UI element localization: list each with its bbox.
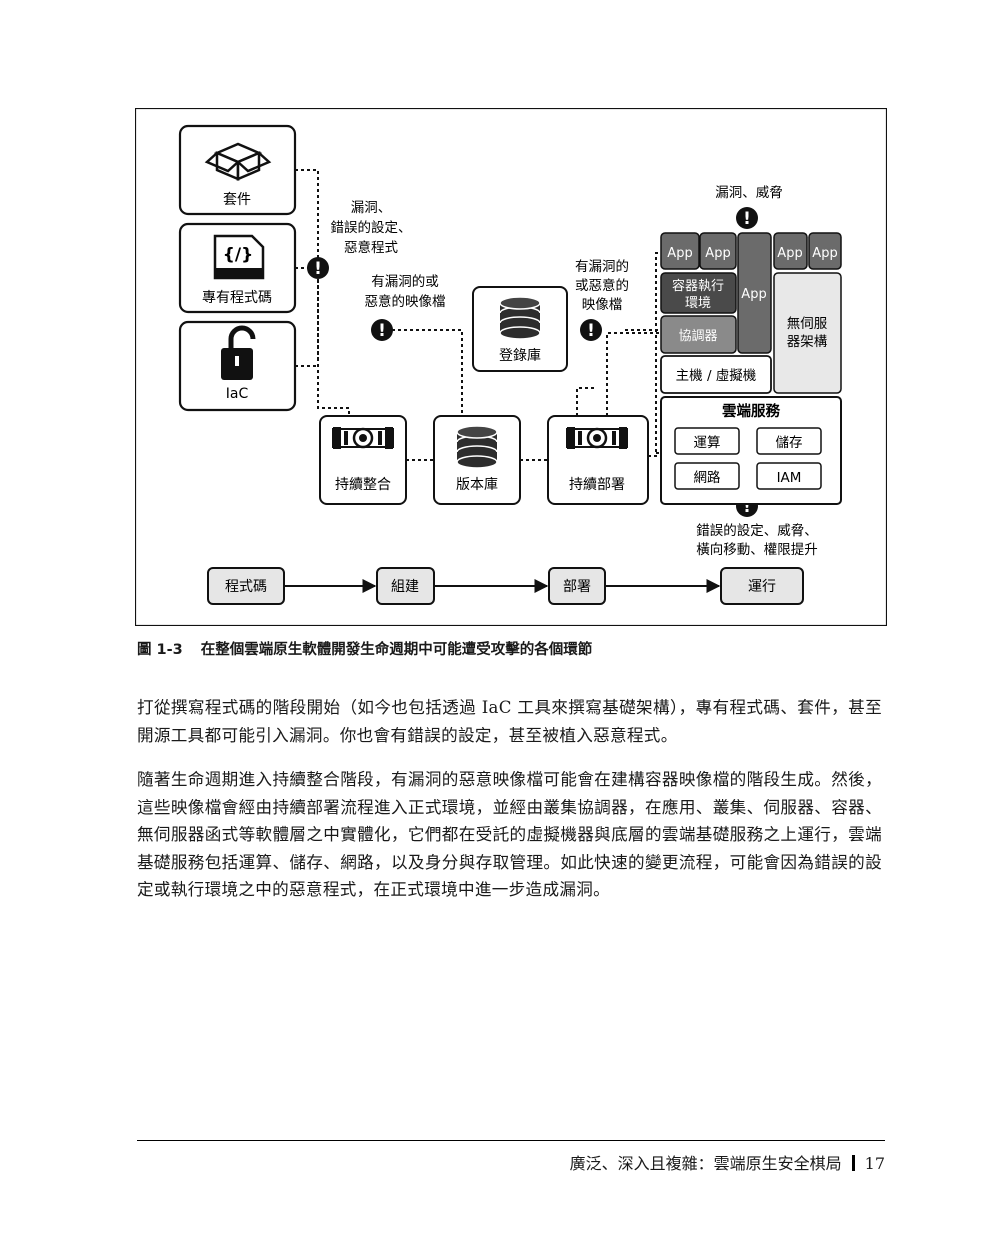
svg-text:環境: 環境: [685, 296, 711, 311]
proprietary-code-box: [178, 222, 297, 314]
app-block: App: [773, 232, 808, 270]
app-block: App: [737, 232, 772, 354]
svg-text:協調器: 協調器: [678, 329, 717, 344]
svg-text:惡意程式: 惡意程式: [344, 239, 398, 256]
svg-text:橫向移動、權限提升: 橫向移動、權限提升: [696, 542, 818, 558]
svg-text:程式碼: 程式碼: [225, 579, 267, 595]
annotation-vulnerabilities: 漏洞、 錯誤的設定、 惡意程式: [331, 200, 412, 256]
registry-label: 登錄庫: [499, 347, 541, 364]
repo-box: [433, 415, 521, 505]
svg-text:漏洞、: 漏洞、: [351, 200, 392, 216]
cloud-services-box: 雲端服務 運算 儲存 網路 IAM: [660, 396, 842, 505]
ci-label: 持續整合: [335, 477, 391, 493]
svg-text:!: !: [378, 321, 386, 341]
svg-text:!: !: [743, 209, 751, 229]
host-vm-block: 主機 / 虛擬機: [660, 355, 772, 394]
svg-text:無伺服: 無伺服: [787, 316, 828, 332]
warning-icon: !: [736, 207, 758, 229]
cd-label: 持續部署: [569, 477, 625, 493]
svg-text:容器執行: 容器執行: [672, 278, 724, 294]
serverless-block: 無伺服 器架構: [773, 272, 842, 394]
svg-text:!: !: [314, 259, 322, 279]
svg-text:或惡意的: 或惡意的: [575, 277, 629, 294]
orchestrator-block: 協調器: [660, 315, 737, 354]
app-block: App: [808, 232, 842, 270]
svg-text:錯誤的設定、: 錯誤的設定、: [331, 220, 412, 236]
page-number: 17: [864, 1154, 885, 1173]
app-block: App: [660, 232, 700, 270]
svg-text:App: App: [705, 246, 730, 261]
annotation-threats: 漏洞、威脅: [715, 185, 783, 201]
package-label: 套件: [223, 192, 251, 208]
svg-text:惡意的映像檔: 惡意的映像檔: [365, 293, 446, 310]
svg-text:組建: 組建: [391, 579, 419, 595]
pipeline-stage-build: 組建: [376, 567, 435, 605]
svg-text:器架構: 器架構: [787, 334, 828, 350]
svg-text:漏洞、威脅: 漏洞、威脅: [715, 185, 783, 201]
figure-number: 圖 1-3: [137, 642, 183, 658]
warning-icon: !: [371, 319, 393, 341]
svg-text:錯誤的設定、威脅、: 錯誤的設定、威脅、: [696, 523, 818, 539]
svg-text:App: App: [667, 246, 692, 261]
package-box: [178, 124, 297, 216]
storage-label: 儲存: [776, 435, 803, 451]
code-file-icon: {/}: [223, 245, 253, 265]
ci-box: [319, 415, 407, 505]
annotation-cloud-threats: 錯誤的設定、威脅、 橫向移動、權限提升: [696, 523, 818, 558]
svg-text:App: App: [812, 246, 837, 261]
iac-box: [178, 320, 297, 412]
footer-separator: [851, 1155, 855, 1171]
svg-text:映像檔: 映像檔: [582, 297, 623, 313]
annotation-malicious-images-cd: 有漏洞的 或惡意的 映像檔: [575, 259, 629, 313]
svg-text:有漏洞的或: 有漏洞的或: [371, 274, 439, 290]
network-label: 網路: [694, 470, 722, 486]
pipeline-stage-code: 程式碼: [207, 567, 285, 605]
svg-text:App: App: [741, 287, 766, 302]
page-footer: 廣泛、深入且複雜：雲端原生安全棋局 17: [570, 1150, 885, 1174]
svg-text:!: !: [587, 321, 595, 341]
footer-divider: [137, 1140, 885, 1141]
warning-icon: !: [307, 257, 329, 279]
svg-text:App: App: [777, 246, 802, 261]
cloud-services-title: 雲端服務: [722, 402, 780, 420]
proprietary-code-label: 專有程式碼: [202, 290, 272, 306]
cd-box: [547, 415, 649, 505]
svg-text:主機 / 虛擬機: 主機 / 虛擬機: [676, 368, 757, 384]
app-block: App: [699, 232, 737, 270]
iam-label: IAM: [777, 470, 802, 486]
figure-caption-text: 在整個雲端原生軟體開發生命週期中可能遭受攻擊的各個環節: [200, 642, 593, 658]
body-paragraph: 隨著生命週期進入持續整合階段，有漏洞的惡意映像檔可能會在建構容器映像檔的階段生成…: [137, 770, 882, 900]
pipeline-stage-deploy: 部署: [548, 567, 606, 605]
iac-label: IaC: [226, 386, 249, 402]
svg-text:!: !: [743, 497, 751, 517]
pipeline-stage-run: 運行: [720, 567, 804, 605]
svg-text:部署: 部署: [563, 579, 591, 595]
warning-icon: !: [580, 319, 602, 341]
running-title: 廣泛、深入且複雜：雲端原生安全棋局: [569, 1154, 842, 1173]
body-paragraph: 打從撰寫程式碼的階段開始（如今也包括透過 IaC 工具來撰寫基礎架構），專有程式…: [137, 698, 882, 745]
figure-1-3-diagram: 套件 {/} 專有程式碼 IaC ! ! ! ! ! 漏洞、 錯誤的設定、 惡意…: [135, 108, 887, 626]
repo-label: 版本庫: [456, 476, 498, 493]
warning-icon: !: [736, 495, 758, 517]
compute-label: 運算: [694, 435, 721, 451]
svg-text:運行: 運行: [748, 579, 776, 595]
figure-caption: 圖 1-3 在整個雲端原生軟體開發生命週期中可能遭受攻擊的各個環節: [137, 638, 877, 659]
registry-box: [472, 286, 568, 372]
container-runtime-block: 容器執行 環境: [660, 272, 737, 314]
annotation-malicious-images-ci: 有漏洞的或 惡意的映像檔: [365, 274, 446, 310]
svg-text:有漏洞的: 有漏洞的: [575, 259, 629, 275]
